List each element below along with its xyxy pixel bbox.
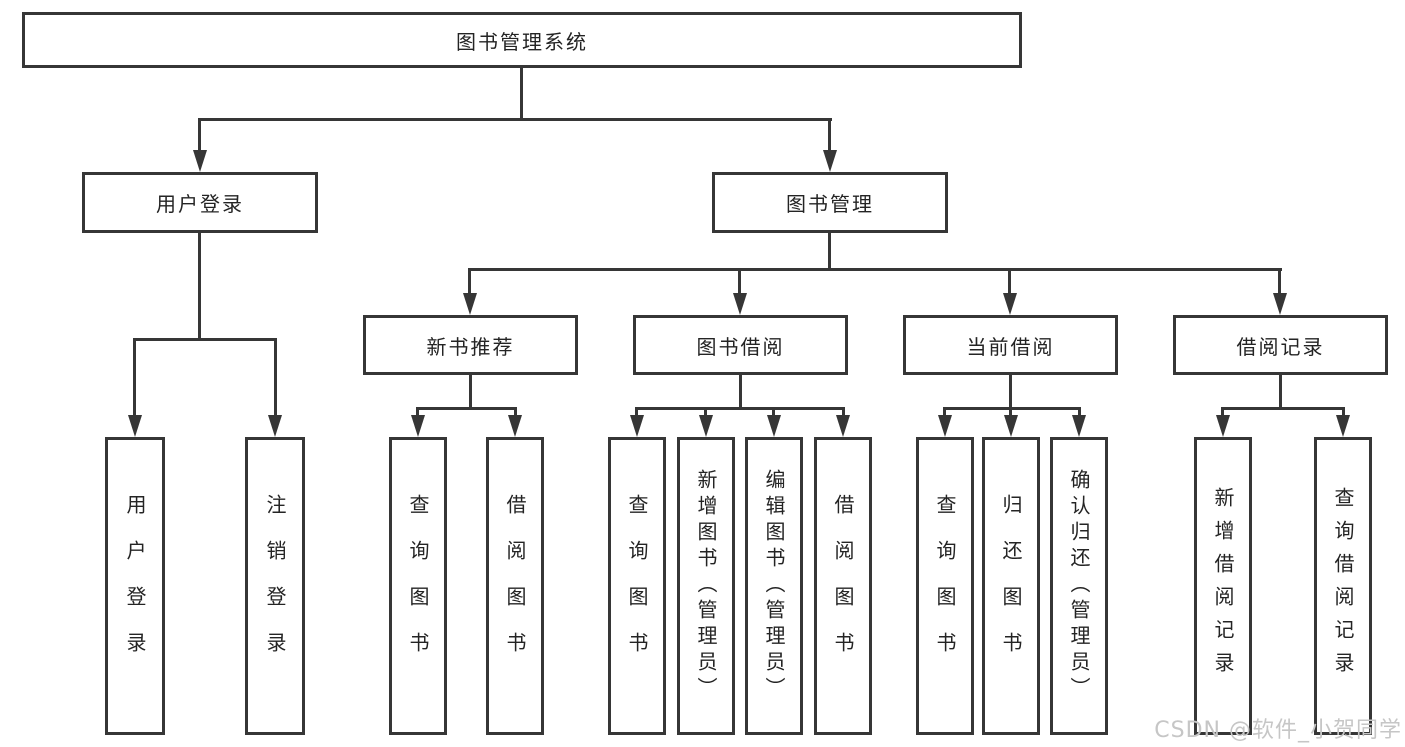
node-new-book-recommendation: 新书推荐 [363,315,578,375]
node-leaf-add-book-admin-label: 新增图书（管理员） [694,469,718,703]
connector-line [1342,407,1345,417]
node-leaf-add-borrow-record-label: 新增借阅记录 [1211,487,1235,685]
arrowhead-icon [823,150,837,172]
node-leaf-return-book: 归还图书 [982,437,1040,735]
connector-line [943,407,946,417]
arrowhead-icon [1003,293,1017,315]
connector-line [198,233,201,341]
arrowhead-icon [733,293,747,315]
node-root-library-system: 图书管理系统 [22,12,1022,68]
node-current-borrowing: 当前借阅 [903,315,1118,375]
node-leaf-query-book-2: 查询图书 [608,437,666,735]
csdn-watermark: CSDN @软件_小贺同学 [1154,718,1402,743]
arrowhead-icon [463,293,477,315]
connector-line [133,338,136,417]
arrowhead-icon [1273,293,1287,315]
node-leaf-query-borrow-record: 查询借阅记录 [1314,437,1372,735]
connector-line [416,407,419,417]
connector-line [469,375,472,410]
connector-line [635,407,638,417]
arrowhead-icon [1072,415,1086,437]
connector-line [198,118,201,152]
arrowhead-icon [268,415,282,437]
node-user-login-module: 用户登录 [82,172,318,233]
arrowhead-icon [1336,415,1350,437]
node-leaf-edit-book-admin-label: 编辑图书（管理员） [762,469,786,703]
arrowhead-icon [630,415,644,437]
connector-line [1279,375,1282,410]
node-leaf-query-book-2-label: 查询图书 [625,494,649,678]
connector-line [133,338,277,341]
connector-line [1278,268,1281,295]
connector-line [1008,268,1011,295]
connector-line [1009,375,1012,410]
node-leaf-confirm-return-admin-label: 确认归还（管理员） [1067,469,1091,703]
arrowhead-icon [767,415,781,437]
connector-line [1009,407,1012,417]
connector-line [828,233,831,271]
node-leaf-query-book-3-label: 查询图书 [933,494,957,678]
node-leaf-return-book-label: 归还图书 [999,494,1023,678]
connector-line [772,407,775,417]
connector-line [943,407,1081,410]
connector-line [1221,407,1224,417]
connector-line [635,407,845,410]
node-leaf-borrow-book-2: 借阅图书 [814,437,872,735]
connector-line [520,68,523,121]
node-leaf-borrow-book-1: 借阅图书 [486,437,544,735]
connector-line [1078,407,1081,417]
node-leaf-query-borrow-record-label: 查询借阅记录 [1331,487,1355,685]
arrowhead-icon [938,415,952,437]
node-leaf-query-book-3: 查询图书 [916,437,974,735]
connector-line [468,268,471,295]
connector-line [738,268,741,295]
arrowhead-icon [699,415,713,437]
connector-line [274,338,277,417]
node-book-borrowing: 图书借阅 [633,315,848,375]
arrowhead-icon [193,150,207,172]
node-leaf-user-login: 用户登录 [105,437,165,735]
connector-line [514,407,517,417]
arrowhead-icon [508,415,522,437]
node-leaf-add-book-admin: 新增图书（管理员） [677,437,735,735]
node-leaf-confirm-return-admin: 确认归还（管理员） [1050,437,1108,735]
connector-line [198,118,832,121]
node-leaf-borrow-book-2-label: 借阅图书 [831,494,855,678]
connector-line [828,118,831,152]
node-borrowing-records: 借阅记录 [1173,315,1388,375]
node-book-management-module: 图书管理 [712,172,948,233]
arrowhead-icon [1216,415,1230,437]
node-leaf-query-book-1: 查询图书 [389,437,447,735]
arrowhead-icon [836,415,850,437]
connector-line [416,407,517,410]
arrowhead-icon [128,415,142,437]
node-leaf-edit-book-admin: 编辑图书（管理员） [745,437,803,735]
arrowhead-icon [411,415,425,437]
connector-line [1221,407,1345,410]
node-leaf-query-book-1-label: 查询图书 [406,494,430,678]
node-leaf-user-login-label: 用户登录 [123,494,147,678]
connector-line [468,268,1282,271]
connector-line [704,407,707,417]
node-leaf-logout: 注销登录 [245,437,305,735]
connector-line [842,407,845,417]
arrowhead-icon [1004,415,1018,437]
connector-line [739,375,742,410]
node-leaf-borrow-book-1-label: 借阅图书 [503,494,527,678]
node-leaf-add-borrow-record: 新增借阅记录 [1194,437,1252,735]
node-leaf-logout-label: 注销登录 [263,494,287,678]
